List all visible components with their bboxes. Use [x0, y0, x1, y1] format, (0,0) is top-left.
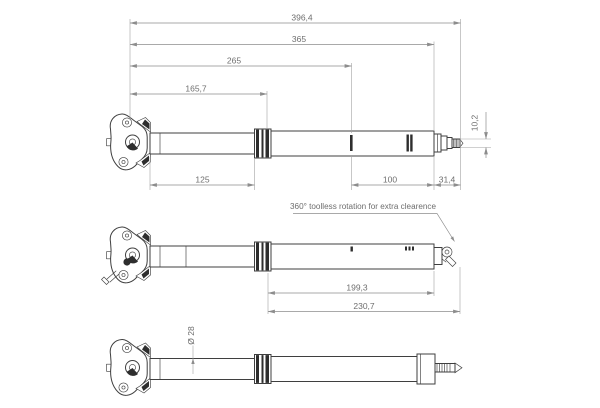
actuator-straight: [433, 133, 464, 153]
dim-exposed-post: 125: [195, 175, 209, 185]
dim-to-actuator-pivot: 199,3: [346, 283, 368, 293]
view-extended: [107, 114, 464, 170]
dim-to-tube-end: 365: [292, 34, 306, 44]
actuator-profile: [416, 353, 463, 385]
dim-to-actuator-end: 230,7: [353, 301, 375, 311]
dim-to-min-insert-mark: 265: [227, 56, 241, 66]
view-profile: [107, 339, 463, 395]
dim-actuator-diameter: 10,2: [470, 114, 480, 131]
dim-to-collar: 165,7: [185, 84, 207, 94]
dim-actuator-length: 31,4: [439, 175, 456, 185]
rotation-annotation: 360° toolless rotation for extra clearen…: [290, 202, 455, 242]
leader-arrowhead: [450, 236, 455, 242]
actuator-rotated: [433, 246, 457, 267]
dimensions-extended: 396,4 365 265 165,7 125 100 31,4 10,2: [129, 13, 491, 190]
dimensions-profile: Ø 28: [186, 326, 196, 374]
dimensions-rotated: 199,3 230,7 360° toolless rotation for e…: [267, 202, 461, 314]
view-rotated-actuator: [101, 227, 457, 285]
dim-mark-to-tube-end: 100: [383, 175, 397, 185]
dim-total-length: 396,4: [291, 13, 313, 23]
dim-post-diameter: Ø 28: [186, 326, 196, 345]
diameter-arrowhead: [191, 358, 195, 364]
annotation-text: 360° toolless rotation for extra clearen…: [290, 202, 437, 211]
